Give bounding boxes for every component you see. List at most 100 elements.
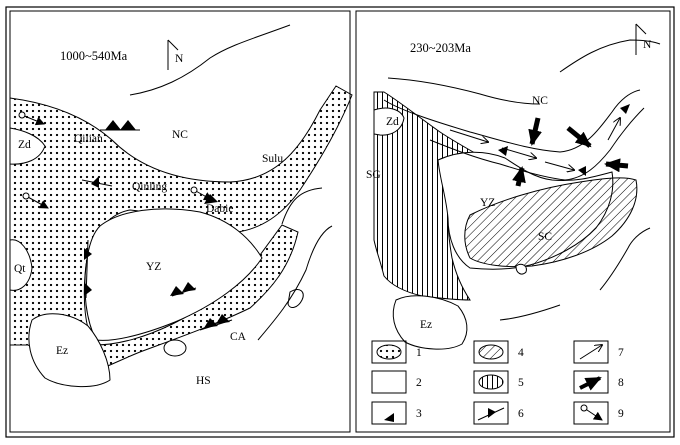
right-thick-arrow <box>528 117 542 146</box>
right-suture-lower <box>429 107 645 181</box>
right-thin-arrow <box>449 129 488 142</box>
legend-item-9-symbol <box>583 407 603 421</box>
right-suture-upper <box>383 89 641 153</box>
label-zd: Zd <box>386 116 399 128</box>
legend-item-5-num: 5 <box>518 377 524 389</box>
right-sg-vertical-hatched-block <box>373 91 481 301</box>
legend-item-4-num: 4 <box>518 347 524 359</box>
left-circle-arrow-west <box>25 195 49 209</box>
right-thick-arrow <box>566 126 592 148</box>
left-small-island-east <box>287 289 304 308</box>
right-east-coast <box>599 227 651 291</box>
left-triangle-marker <box>105 120 121 130</box>
label-yz: YZ <box>146 261 161 273</box>
right-triangle-marker <box>620 104 630 114</box>
legend-item-3-box <box>371 401 407 425</box>
label-qinling: Qinling <box>132 181 167 193</box>
right-north-label: N <box>643 39 652 51</box>
legend-item-3-num: 3 <box>416 408 422 420</box>
right-panel-title: 230~203Ma <box>410 41 471 55</box>
right-triangle-marker <box>498 146 508 156</box>
right-north-arrow-tick <box>635 23 647 35</box>
right-thin-arrow <box>501 147 536 158</box>
legend-item-1-symbol <box>376 344 402 360</box>
legend: 1 4 7 2 5 8 3 6 <box>371 340 624 425</box>
label-ez: Ez <box>56 345 68 357</box>
label-ca: CA <box>230 331 247 343</box>
right-small-island <box>515 263 527 275</box>
left-triangle-marker <box>216 314 230 324</box>
left-panel: N 1000~540Ma NC Qilian Qinling Dabie Sul… <box>9 10 353 433</box>
legend-item-7-box <box>573 340 609 364</box>
right-nc-coastline <box>387 77 541 105</box>
legend-item-9-box <box>573 401 609 425</box>
right-sc-hatched-block <box>464 177 638 268</box>
legend-item-8-box <box>573 370 609 394</box>
legend-item-3-symbol <box>384 413 394 422</box>
left-small-island-ca <box>163 339 187 357</box>
left-circle-arrow-origin <box>190 186 198 194</box>
label-hs: HS <box>196 375 211 387</box>
legend-item-4-box <box>473 340 509 364</box>
legend-item-5-box <box>473 370 509 394</box>
left-north-label: N <box>175 53 184 65</box>
label-yz: YZ <box>480 197 495 209</box>
legend-item-2-num: 2 <box>416 377 422 389</box>
legend-item-8-symbol <box>579 376 602 391</box>
left-triangle-marker <box>120 120 136 130</box>
legend-item-9-num: 9 <box>618 408 624 420</box>
legend-item-2-box <box>371 370 407 394</box>
right-ez-block <box>392 295 468 350</box>
legend-item-6-box <box>473 401 509 425</box>
left-triangle-marker <box>84 282 92 296</box>
right-triangle-marker <box>578 166 586 176</box>
left-north-arrow-tick <box>167 39 179 51</box>
right-panel-border <box>355 10 671 433</box>
legend-item-7-num: 7 <box>618 347 624 359</box>
legend-item-8-num: 8 <box>618 377 624 389</box>
left-qt-block <box>9 239 33 291</box>
legend-item-1-box <box>371 340 407 364</box>
right-panel: N 230~203Ma NC Zd SG YZ SC Ez 1 4 7 2 5 <box>355 10 671 433</box>
left-yz-block <box>84 208 263 341</box>
label-qilian: Qilian <box>74 133 103 145</box>
left-zd-block <box>9 127 46 165</box>
left-triangle-marker <box>170 286 184 296</box>
label-sulu: Sulu <box>262 153 283 165</box>
right-north-coastline <box>559 39 661 73</box>
right-thick-arrow <box>604 158 629 173</box>
left-circle-arrow-qilian <box>21 114 45 126</box>
left-triangle-marker <box>182 282 196 292</box>
right-zd-block <box>373 107 405 136</box>
left-north-coastline <box>129 24 291 96</box>
label-zd: Zd <box>18 139 31 151</box>
legend-item-4-symbol <box>478 344 504 360</box>
left-panel-title: 1000~540Ma <box>60 49 128 63</box>
label-sc: SC <box>538 231 552 243</box>
left-ez-block <box>28 313 111 388</box>
legend-item-6-symbol-triangle <box>488 408 496 418</box>
left-inner-arc <box>281 187 323 225</box>
left-east-coastline <box>257 225 333 341</box>
left-triangle-marker <box>84 248 92 260</box>
label-nc: NC <box>532 95 548 107</box>
left-circle-arrow-origin <box>18 111 26 119</box>
legend-item-9-origin <box>580 404 588 412</box>
legend-item-1-num: 1 <box>416 347 422 359</box>
legend-item-5-symbol <box>478 374 504 390</box>
legend-item-6-num: 6 <box>518 408 524 420</box>
label-dabie: Dabie <box>206 203 233 215</box>
label-qt: Qt <box>14 263 26 275</box>
label-sg: SG <box>366 169 381 181</box>
legend-item-7-symbol <box>579 345 602 360</box>
right-thin-arrow <box>544 161 574 170</box>
right-thin-arrow <box>607 118 620 141</box>
left-triangle-marker <box>204 318 218 328</box>
left-triangle-marker <box>91 176 99 188</box>
left-circle-arrow-origin <box>22 192 30 200</box>
label-nc: NC <box>172 129 188 141</box>
right-south-coast <box>499 304 561 321</box>
right-thick-arrow <box>512 166 526 187</box>
outer-frame <box>5 6 675 438</box>
